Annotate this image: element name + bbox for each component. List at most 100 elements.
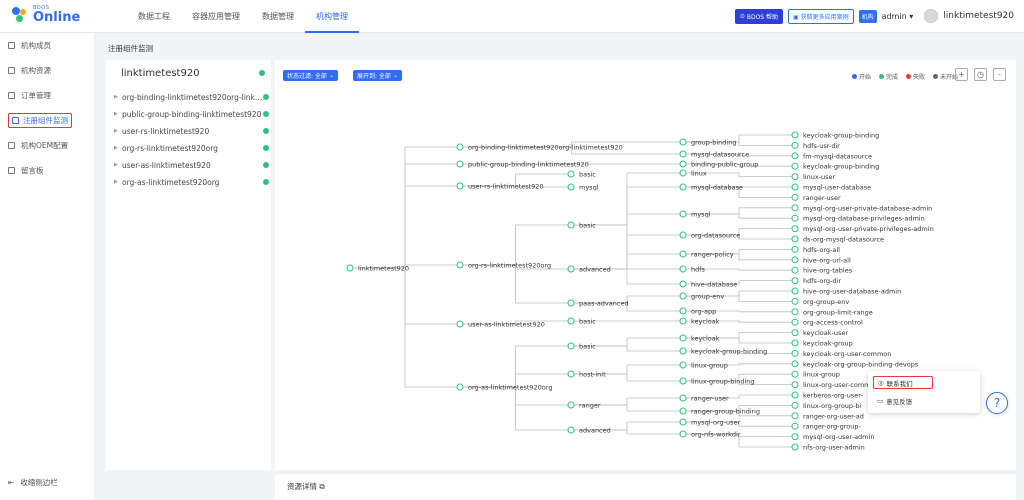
node-status-icon[interactable] [456, 160, 464, 168]
node-status-icon[interactable] [679, 292, 687, 300]
tree-node-level1[interactable]: user-as-linktimetest920 [468, 321, 545, 329]
list-item[interactable]: ▶org-rs-linktimetest920org [114, 141, 269, 155]
node-status-icon[interactable] [791, 287, 799, 295]
help-button[interactable]: ⊙BDOS 帮助 [734, 8, 784, 24]
node-status-icon[interactable] [679, 377, 687, 385]
tree-node-leaf[interactable]: org-group-limit-range [803, 308, 873, 316]
tree-node-leaf[interactable]: nfs-org-user-admin [803, 444, 865, 452]
node-status-icon[interactable] [679, 347, 687, 355]
tree-node-leaf[interactable]: mysql-org-user-admin [803, 433, 874, 441]
node-status-icon[interactable] [791, 401, 799, 409]
tree-node-leaf[interactable]: org-group-env [803, 298, 849, 306]
node-status-icon[interactable] [791, 173, 799, 181]
tree-node-level3[interactable]: ranger-group-binding [691, 408, 760, 416]
tree-node-leaf[interactable]: linux-org-group-bi [803, 402, 862, 410]
node-status-icon[interactable] [791, 235, 799, 243]
node-status-icon[interactable] [679, 160, 687, 168]
sidebar-item-resources[interactable]: 机构资源 [0, 58, 94, 83]
tree-node-leaf[interactable]: ranger-user [803, 194, 841, 202]
node-status-icon[interactable] [791, 349, 799, 357]
tree-node-level2[interactable]: basic [579, 171, 596, 179]
tree-node-leaf[interactable]: mysql-org-user-private-database-admin [803, 204, 932, 212]
tree-node-leaf[interactable]: hdfs-usr-dir [803, 142, 840, 150]
list-item[interactable]: ▶public-group-binding-linktimetest920 [114, 107, 269, 121]
tree-node-leaf[interactable]: ranger-org-group- [803, 423, 862, 431]
node-status-icon[interactable] [679, 418, 687, 426]
node-status-icon[interactable] [791, 370, 799, 378]
node-status-icon[interactable] [456, 383, 464, 391]
tree-node-level1[interactable]: org-binding-linktimetest920org-linktimet… [468, 144, 623, 152]
tree-node-leaf[interactable]: keycloak-group-binding [803, 132, 879, 140]
tree-node-leaf[interactable]: keycloak-org-group-binding-devops [803, 360, 919, 368]
sidebar-item-message-board[interactable]: 留言板 [0, 158, 94, 183]
nav-data-management[interactable]: 数据管理 [262, 12, 294, 21]
node-status-icon[interactable] [791, 214, 799, 222]
tree-node-level2[interactable]: advanced [579, 427, 611, 435]
tree-node-level3[interactable]: group-env [691, 293, 724, 301]
tree-node-leaf[interactable]: linux-user [803, 173, 836, 181]
node-status-icon[interactable] [791, 183, 799, 191]
node-status-icon[interactable] [679, 394, 687, 402]
node-status-icon[interactable] [679, 317, 687, 325]
node-status-icon[interactable] [791, 141, 799, 149]
tree-node-level1[interactable]: user-rs-linktimetest920 [468, 183, 544, 191]
node-status-icon[interactable] [567, 370, 575, 378]
node-status-icon[interactable] [791, 433, 799, 441]
node-status-icon[interactable] [791, 131, 799, 139]
node-status-icon[interactable] [791, 339, 799, 347]
node-status-icon[interactable] [679, 210, 687, 218]
tree-node-leaf[interactable]: org-access-control [803, 319, 863, 327]
node-status-icon[interactable] [679, 169, 687, 177]
list-item[interactable]: ▶user-as-linktimetest920 [114, 158, 269, 172]
tree-node-level2[interactable]: paas-advanced [579, 300, 629, 308]
tree-node-level3[interactable]: binding-public-group [691, 161, 758, 169]
node-status-icon[interactable] [791, 225, 799, 233]
tree-node-level2[interactable]: basic [579, 343, 596, 351]
tree-node-level2[interactable]: advanced [579, 266, 611, 274]
tree-node-level3[interactable]: linux-group [691, 362, 728, 370]
tree-node-leaf[interactable]: keycloak-group [803, 340, 853, 348]
tree-node-leaf[interactable]: ranger-org-user-ad [803, 412, 864, 420]
tree-node-leaf[interactable]: keycloak-org-user-common [803, 350, 891, 358]
tree-node-level2[interactable]: basic [579, 318, 596, 326]
tree-node-level3[interactable]: mysql-org-user [691, 419, 740, 427]
node-status-icon[interactable] [791, 162, 799, 170]
tree-node-level1[interactable]: public-group-binding-linktimetest920 [468, 161, 589, 169]
list-item[interactable]: ▶org-binding-linktimetest920org-linktime… [114, 90, 269, 104]
sidebar-item-orders[interactable]: 订单管理 [0, 83, 94, 108]
tree-node-level3[interactable]: org-datasource [691, 232, 740, 240]
tree-node-leaf[interactable]: hive-org-tables [803, 267, 853, 275]
collapse-sidebar-button[interactable]: ⇤收缩侧边栏 [8, 477, 58, 488]
node-status-icon[interactable] [791, 308, 799, 316]
tree-node-level2[interactable]: host-init [579, 371, 606, 379]
node-status-icon[interactable] [679, 280, 687, 288]
node-status-icon[interactable] [791, 412, 799, 420]
tree-node-level1[interactable]: org-as-linktimetest920org [468, 384, 552, 392]
zoom-in-button[interactable]: + [955, 68, 968, 81]
reset-view-button[interactable]: ◷ [974, 68, 987, 81]
sidebar-item-oem-config[interactable]: 机构OEM配置 [0, 133, 94, 158]
node-status-icon[interactable] [679, 430, 687, 438]
tree-node-leaf[interactable]: mysql-user-database [803, 184, 871, 192]
tree-node-level3[interactable]: keycloak [691, 318, 720, 326]
feedback-button[interactable]: ▭意见反馈 [873, 394, 933, 407]
tree-node-level3[interactable]: ranger-user [691, 395, 729, 403]
nav-container-apps[interactable]: 容器应用管理 [192, 12, 240, 21]
tree-node-level3[interactable]: hive-database [691, 281, 737, 289]
tree-node-level3[interactable]: mysql [691, 211, 711, 219]
node-status-icon[interactable] [791, 297, 799, 305]
node-status-icon[interactable] [791, 266, 799, 274]
tree-node-level3[interactable]: mysql-datasource [691, 151, 749, 159]
resource-detail-bar[interactable]: 资源详情 ⧉ [275, 473, 1016, 500]
node-status-icon[interactable] [791, 329, 799, 337]
node-status-icon[interactable] [791, 443, 799, 451]
node-status-icon[interactable] [679, 407, 687, 415]
tree-node-leaf[interactable]: hdfs-org-dir [803, 277, 841, 285]
list-item[interactable]: ▶org-as-linktimetest920org [114, 175, 269, 189]
node-status-icon[interactable] [456, 143, 464, 151]
node-status-icon[interactable] [567, 221, 575, 229]
node-status-icon[interactable] [456, 182, 464, 190]
node-status-icon[interactable] [791, 381, 799, 389]
username[interactable]: linktimetest920 [943, 11, 1014, 21]
node-status-icon[interactable] [679, 150, 687, 158]
